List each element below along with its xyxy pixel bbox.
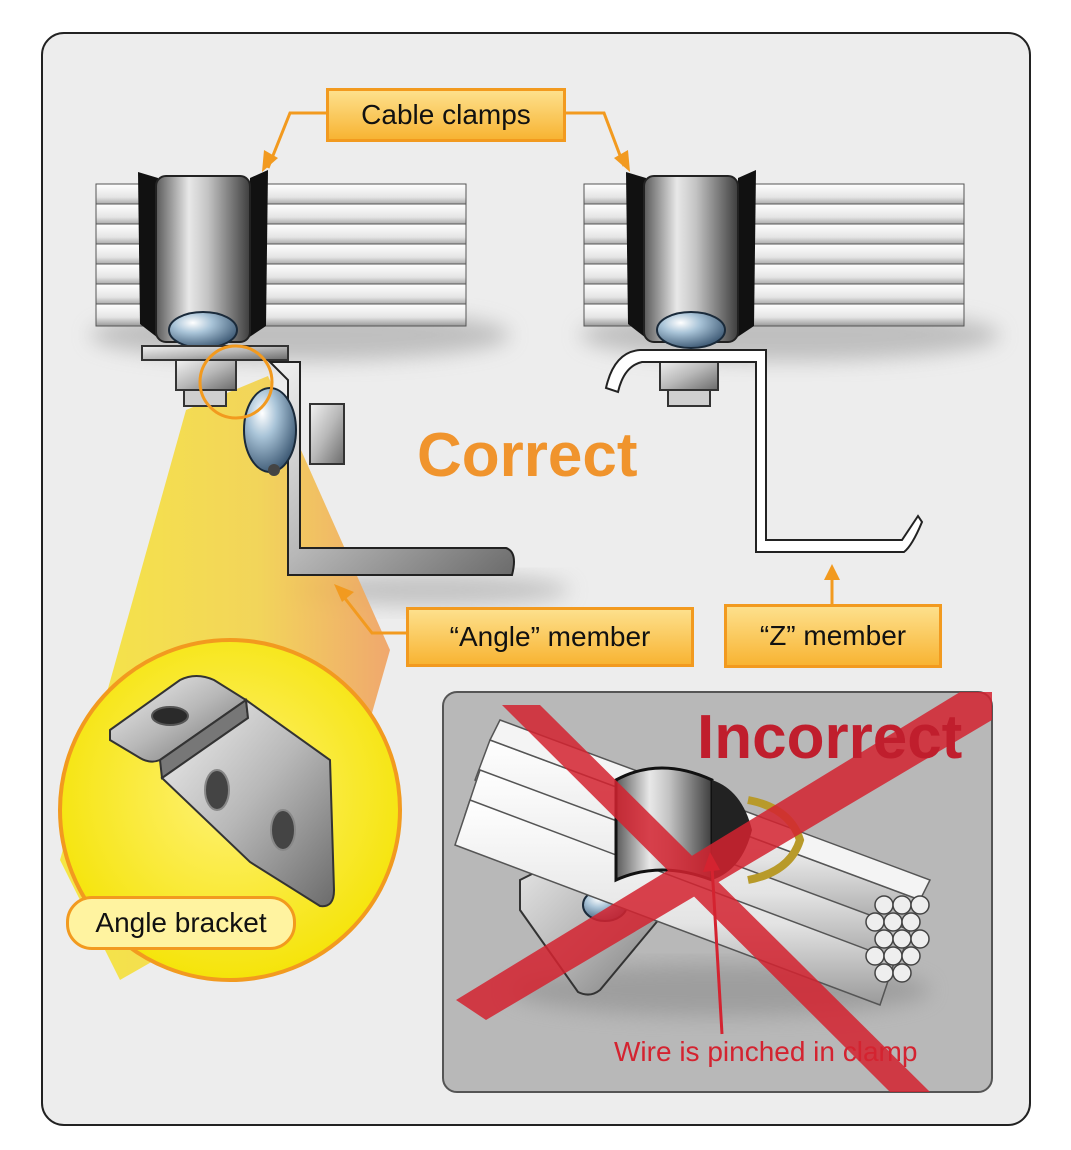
arrow-pinched-wire: [710, 865, 724, 1035]
z-member: [604, 349, 924, 553]
left-screw-assembly: [141, 311, 289, 407]
angle-member: [243, 361, 515, 576]
wire-ends: [865, 895, 930, 983]
right-cable-clamp: [626, 170, 756, 343]
detail-circle-marker: [198, 344, 274, 420]
incorrect-label: Incorrect: [697, 703, 963, 772]
incorrect-strike-marks: [456, 692, 992, 1092]
arrow-angle-member: [338, 591, 406, 635]
callout-z-member: “Z” member: [724, 604, 942, 668]
correct-label: Correct: [417, 421, 638, 490]
callout-angle-bracket: Angle bracket: [66, 896, 296, 950]
right-screw-assembly: [656, 311, 726, 407]
left-cable-clamp: [138, 170, 268, 343]
callout-cable-clamps: Cable clamps: [326, 88, 566, 142]
arrow-cable-clamp-left: [266, 111, 326, 169]
callout-angle-member: “Angle” member: [406, 607, 694, 667]
pinched-wire-note: Wire is pinched in clamp: [614, 1036, 918, 1067]
angle-bracket-illustration: [109, 675, 336, 908]
arrow-cable-clamp-right: [566, 111, 626, 167]
